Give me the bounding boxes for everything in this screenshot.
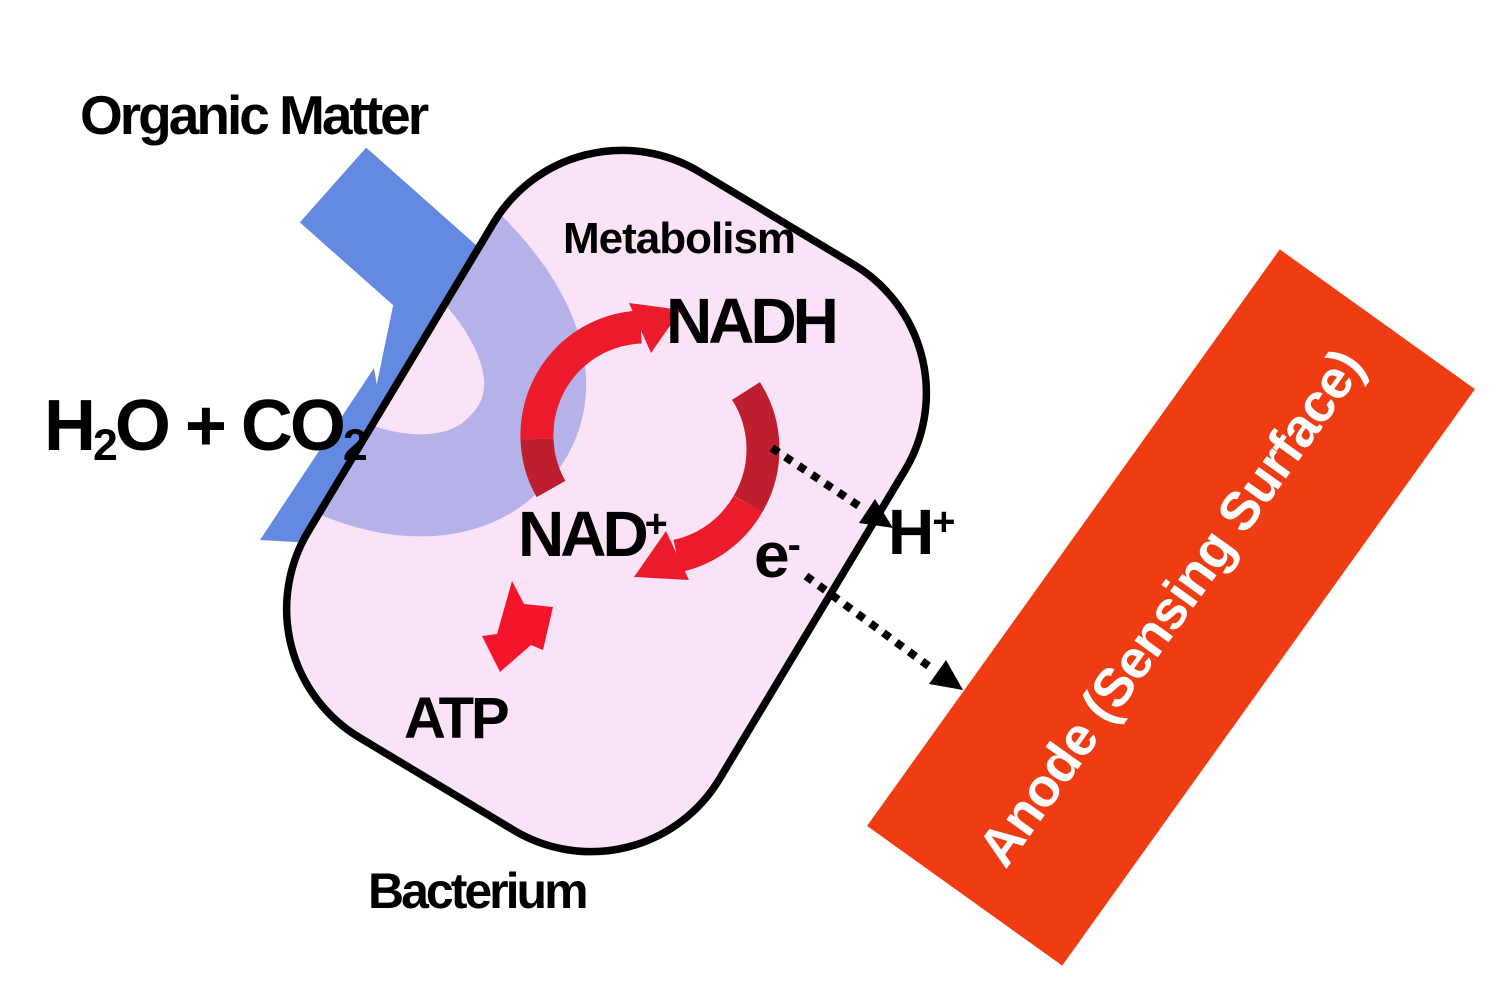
nad-base: NAD [518, 498, 649, 570]
electron-label: e- [754, 522, 801, 587]
cycle-left-arc-body [520, 310, 643, 440]
nad-plus-label: NAD+ [518, 501, 668, 566]
cycle-right-arc-tail [731, 382, 780, 513]
cycle-left-arrowhead-icon [629, 303, 681, 353]
bacterium-cell-membrane [282, 146, 931, 856]
h2o-co2-sub2: 2 [342, 420, 368, 470]
proton-flow-dotted-line [769, 444, 865, 512]
h2o-co2-sub1: 2 [93, 420, 118, 470]
organic-matter-label: Organic Matter [80, 84, 429, 146]
proton-flow-arrowhead-icon [859, 499, 893, 528]
cycle-left-arc-tail [520, 437, 566, 498]
cycle-arrow-nadh-to-nad [634, 382, 780, 580]
nadh-label: NADH [666, 285, 839, 357]
atp-label: ATP [404, 686, 510, 751]
organic-matter-inside-arrow [315, 211, 587, 537]
proton-flow-dotted-arrow [769, 444, 893, 528]
cycle-right-arc-body [672, 495, 763, 573]
cycle-arrow-nad-to-nadh [520, 303, 681, 498]
electron-flow-dotted-line [803, 572, 937, 674]
h2o-co2-label: H2O + CO2 [44, 390, 368, 470]
bacterium-label: Bacterium [368, 863, 589, 919]
electron-flow-arrowhead-icon [929, 660, 963, 690]
h2o-co2-part1: H [44, 386, 96, 466]
cycle-right-arrowhead-icon [634, 531, 689, 580]
h2o-co2-part2: O + CO [114, 386, 346, 466]
anode-surface [867, 249, 1475, 966]
electron-sup: - [787, 522, 801, 567]
atp-production-arrow [482, 581, 553, 672]
electron-flow-dotted-arrow [803, 572, 963, 690]
metabolism-label: Metabolism [563, 214, 796, 263]
bacterium-cell-body [286, 150, 927, 852]
nad-sup: + [644, 501, 668, 546]
electron-base: e [754, 519, 790, 591]
proton-label: H+ [888, 499, 955, 564]
proton-base: H [888, 496, 934, 568]
proton-sup: + [932, 499, 955, 544]
